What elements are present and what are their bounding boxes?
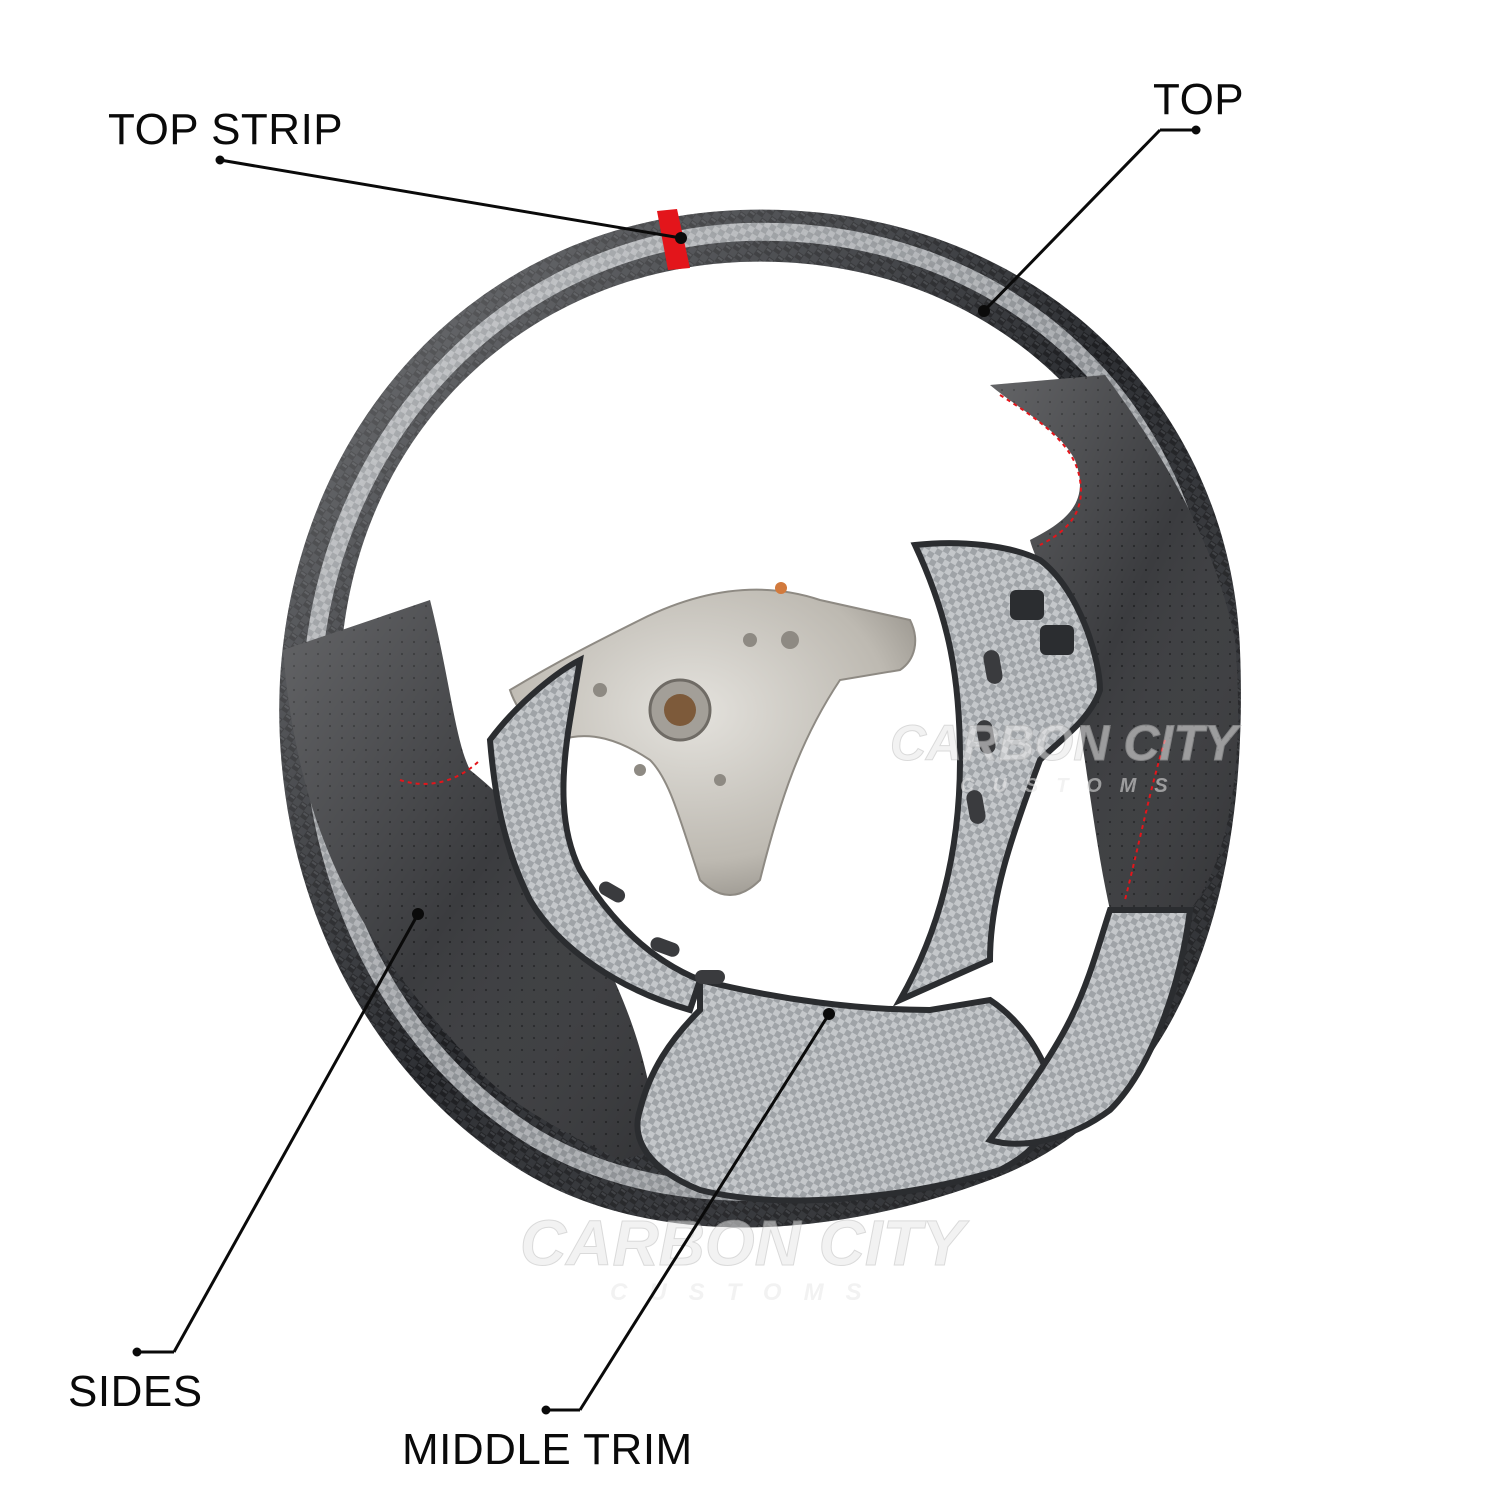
leader-top-strip (215, 155, 687, 244)
watermark-brand-lower: CARBON CITY (520, 1207, 970, 1279)
watermark-brand-upper: CARBON CITY (890, 715, 1242, 771)
watermark-sub-upper: CUSTOMS (960, 775, 1186, 797)
watermark-lower: CARBON CITY CUSTOMS (520, 1207, 971, 1307)
leader-top (978, 125, 1201, 317)
bottom-carbon-accent (985, 907, 1194, 1147)
label-top-strip: TOP STRIP (108, 105, 344, 154)
center-hub (508, 582, 917, 896)
leader-lines (132, 125, 1201, 1415)
red-top-strip (657, 209, 690, 270)
left-leather-grip (283, 600, 660, 1160)
watermark-sub-lower: CUSTOMS (610, 1279, 884, 1306)
label-middle-trim: MIDDLE TRIM (402, 1425, 693, 1474)
watermark-upper: CARBON CITY CUSTOMS (890, 715, 1243, 798)
leader-middle-trim (541, 1008, 835, 1415)
label-top: TOP (1153, 75, 1245, 124)
leader-sides (132, 908, 424, 1357)
label-sides: SIDES (68, 1367, 203, 1416)
middle-trim (486, 540, 1104, 1204)
right-leather-grip (990, 375, 1238, 910)
